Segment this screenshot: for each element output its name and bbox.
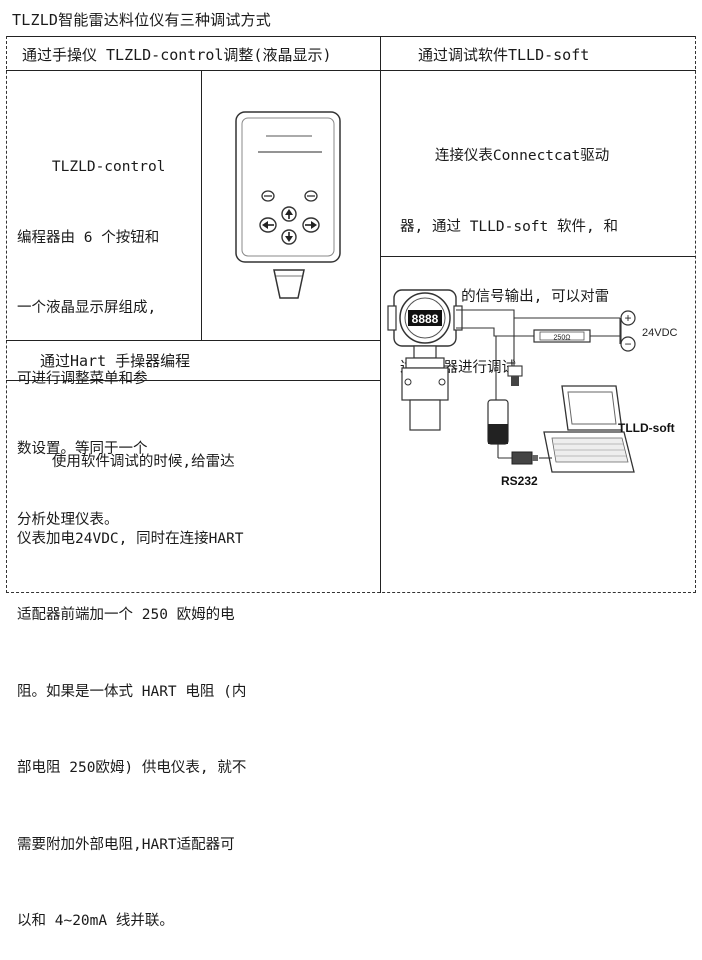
text-line: 部电阻 250欧姆) 供电仪表, 就不	[17, 760, 247, 776]
supply-label: 24VDC	[642, 327, 678, 339]
minus-terminal-icon: −	[620, 336, 636, 352]
text-line: TLZLD-control	[17, 159, 166, 175]
header-control: 通过手操仪 TLZLD-control调整(液晶显示)	[22, 46, 332, 64]
display-reading: 8888	[412, 312, 439, 326]
arrow-down-key-icon	[281, 229, 297, 245]
radar-transmitter-icon: 8888	[387, 289, 463, 431]
resistor-icon: 250Ω	[533, 329, 591, 343]
text-line: 分析处理仪表。	[17, 511, 119, 528]
control-description: TLZLD-control 编程器由 6 个按钮和 一个液晶显示屏组成, 可进行…	[17, 109, 165, 556]
resistor-label: 250Ω	[554, 335, 571, 342]
laptop-icon	[539, 385, 635, 473]
text-line: 连接仪表Connectcat驱动	[400, 148, 610, 164]
hart-clip-icon	[507, 365, 523, 386]
page-title: TLZLD智能雷达料位仪有三种调试方式	[12, 11, 271, 29]
text-line: 可进行调整菜单和参	[17, 370, 148, 387]
text-line: 需要附加外部电阻,HART适配器可	[17, 836, 235, 853]
text-line: 以和 4~20mA 线并联。	[17, 913, 174, 929]
hart-description: 使用软件调试的时候,给雷达 仪表加电24VDC, 同时在连接HART 适配器前端…	[17, 399, 246, 960]
cable-plug-icon	[273, 269, 305, 299]
arrow-up-key-icon	[281, 206, 297, 222]
text-line: 数设置。等同于一个	[17, 441, 148, 457]
text-line: 器, 通过 TLLD-soft 软件, 和	[400, 218, 618, 235]
plus-symbol: +	[624, 311, 631, 325]
text-line: 编程器由 6 个按钮和	[17, 229, 160, 246]
text-line: 仪表加电24VDC, 同时在连接HART	[17, 530, 244, 547]
header-soft: 通过调试软件TLLD-soft	[418, 46, 590, 64]
minus-key-icon	[304, 190, 318, 202]
minus-key-icon	[261, 190, 275, 202]
text-line: 适配器前端加一个 250 欧姆的电	[17, 607, 235, 623]
wiring-diagram: 8888 250Ω + − 24VDC	[387, 289, 678, 488]
laptop-label: TLLD-soft	[618, 421, 675, 435]
hart-modem-icon	[487, 394, 524, 459]
rs232-connector-icon: RS232	[501, 451, 538, 488]
text-line: 使用软件调试的时候,给雷达	[17, 454, 235, 470]
plus-terminal-icon: +	[620, 310, 636, 326]
header-hart: 通过Hart 手操器编程	[40, 352, 191, 370]
adapter-label: RS232	[501, 474, 538, 488]
arrow-right-key-icon	[302, 217, 320, 233]
text-line: 一个液晶显示屏组成,	[17, 300, 157, 316]
arrow-left-key-icon	[259, 217, 277, 233]
minus-symbol: −	[624, 337, 631, 351]
handheld-programmer-illustration	[235, 111, 341, 299]
text-line: 阻。如果是一体式 HART 电阻 (内	[17, 683, 247, 700]
